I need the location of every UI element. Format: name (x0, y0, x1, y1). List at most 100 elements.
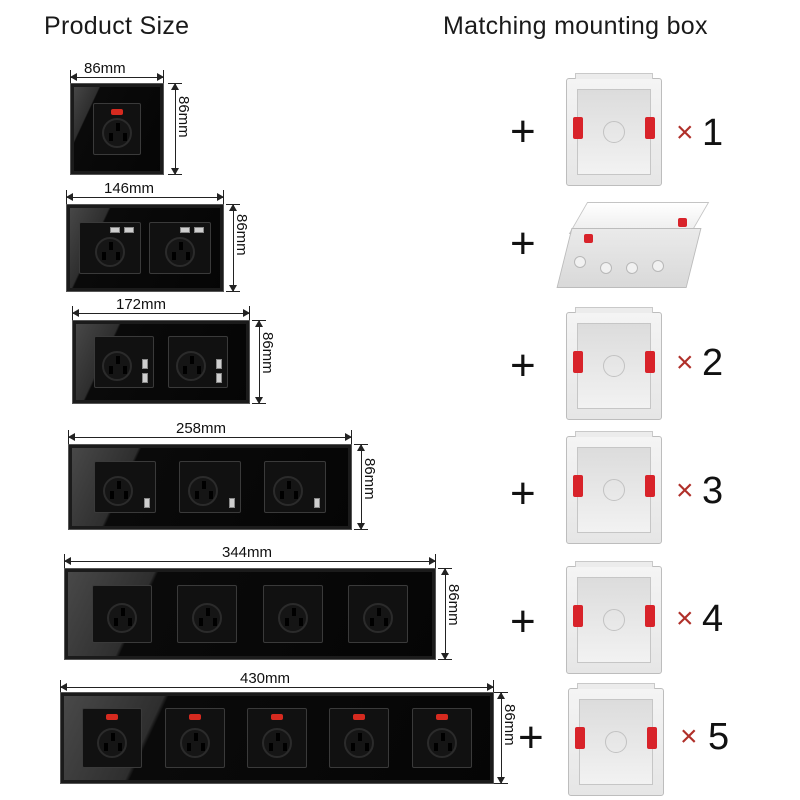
indicator-led (435, 714, 448, 720)
mounting-box-icon (566, 73, 662, 186)
times-sign: × (676, 346, 694, 379)
universal-socket-icon (102, 351, 132, 381)
mounting-box-icon (566, 561, 662, 674)
indicator-led (353, 714, 366, 720)
socket-module-usb (168, 336, 228, 388)
width-dimension-line (72, 306, 250, 320)
height-dimension-line (494, 692, 508, 784)
width-dimension-label: 172mm (116, 296, 167, 313)
width-dimension-label: 86mm (84, 60, 126, 77)
plus-sign: + (510, 107, 536, 156)
width-dimension-line (64, 554, 436, 568)
usb-port-icon (228, 498, 235, 508)
plus-sign: + (510, 219, 536, 268)
universal-socket-icon (272, 476, 303, 506)
usb-port-icon (216, 373, 222, 383)
universal-socket-icon (261, 727, 292, 758)
socket-module (164, 708, 225, 768)
usb-port-icon (216, 359, 222, 369)
universal-socket-icon (165, 237, 195, 267)
universal-socket-icon (97, 727, 128, 758)
universal-socket-icon (176, 351, 206, 381)
panel-4-gang (64, 568, 436, 660)
universal-socket-icon (102, 118, 132, 148)
socket-module-usb (94, 336, 154, 388)
universal-socket-icon (103, 476, 134, 506)
height-dimension-line (438, 568, 452, 660)
plus-sign: + (518, 713, 544, 762)
usb-port-icon (194, 227, 204, 233)
indicator-led (111, 109, 123, 115)
universal-socket-icon (426, 727, 457, 758)
width-dimension-label: 258mm (176, 420, 227, 437)
socket-module (93, 103, 141, 155)
socket-module (82, 708, 143, 768)
usb-port-icon (144, 498, 151, 508)
product-row-4: 258mm 86mm + × 3 (68, 420, 724, 544)
indicator-led (270, 714, 283, 720)
socket-module-usb (94, 461, 157, 513)
box-quantity: 5 (708, 716, 730, 758)
usb-port-icon (110, 227, 120, 233)
universal-socket-icon (192, 603, 223, 634)
plus-sign: + (510, 469, 536, 518)
mounting-box-icon (566, 307, 662, 420)
plus-sign: + (510, 341, 536, 390)
socket-module (329, 708, 390, 768)
height-dimension-line (354, 444, 368, 530)
usb-port-icon (313, 498, 320, 508)
usb-port-icon (124, 227, 134, 233)
universal-socket-icon (277, 603, 308, 634)
mounting-box-icon (566, 431, 662, 544)
box-quantity: 1 (702, 112, 724, 154)
width-dimension-label: 146mm (104, 180, 155, 197)
product-row-1: 86mm 86mm + × 1 (0, 0, 800, 200)
product-row-3: 172mm 86mm + × 2 (72, 296, 724, 420)
socket-module-usb (149, 222, 211, 274)
width-dimension-line (68, 430, 352, 444)
width-dimension-label: 430mm (240, 670, 291, 687)
universal-socket-icon (106, 603, 137, 634)
product-row-5: 344mm 86mm + × 4 (64, 544, 724, 674)
times-sign: × (676, 116, 694, 149)
height-dimension-line (226, 204, 240, 292)
width-dimension-line (66, 190, 224, 204)
panel-1-gang (70, 83, 164, 175)
socket-module (91, 585, 152, 643)
mounting-box-icon (568, 683, 664, 796)
panel-3-gang (68, 444, 352, 530)
box-quantity: 4 (702, 598, 724, 640)
universal-socket-icon (187, 476, 218, 506)
times-sign: × (676, 602, 694, 635)
width-dimension-label: 344mm (222, 544, 273, 561)
panel-2-gang-usb (66, 204, 224, 292)
height-dimension-line (252, 320, 266, 404)
product-size-heading: Product Size (44, 12, 190, 40)
universal-socket-icon (95, 237, 125, 267)
times-sign: × (676, 474, 694, 507)
panel-2-gang (72, 320, 250, 404)
socket-module (262, 585, 323, 643)
universal-socket-icon (179, 727, 210, 758)
socket-module-usb (178, 461, 241, 513)
socket-module (246, 708, 307, 768)
indicator-led (188, 714, 201, 720)
double-mounting-box-icon (556, 200, 710, 292)
height-dimension-label: 86mm (501, 704, 518, 746)
usb-port-icon (180, 227, 190, 233)
plus-sign: + (510, 597, 536, 646)
universal-socket-icon (363, 603, 394, 634)
times-sign: × (680, 720, 698, 753)
socket-module-usb (263, 461, 326, 513)
mounting-box-heading: Matching mounting box (443, 12, 708, 40)
panel-5-gang (60, 692, 494, 784)
universal-socket-icon (344, 727, 375, 758)
usb-port-icon (142, 373, 148, 383)
box-quantity: 2 (702, 342, 724, 384)
indicator-led (106, 714, 119, 720)
width-dimension-line (60, 680, 494, 694)
usb-port-icon (142, 359, 148, 369)
width-dimension-line (70, 70, 164, 84)
box-quantity: 3 (702, 470, 724, 512)
